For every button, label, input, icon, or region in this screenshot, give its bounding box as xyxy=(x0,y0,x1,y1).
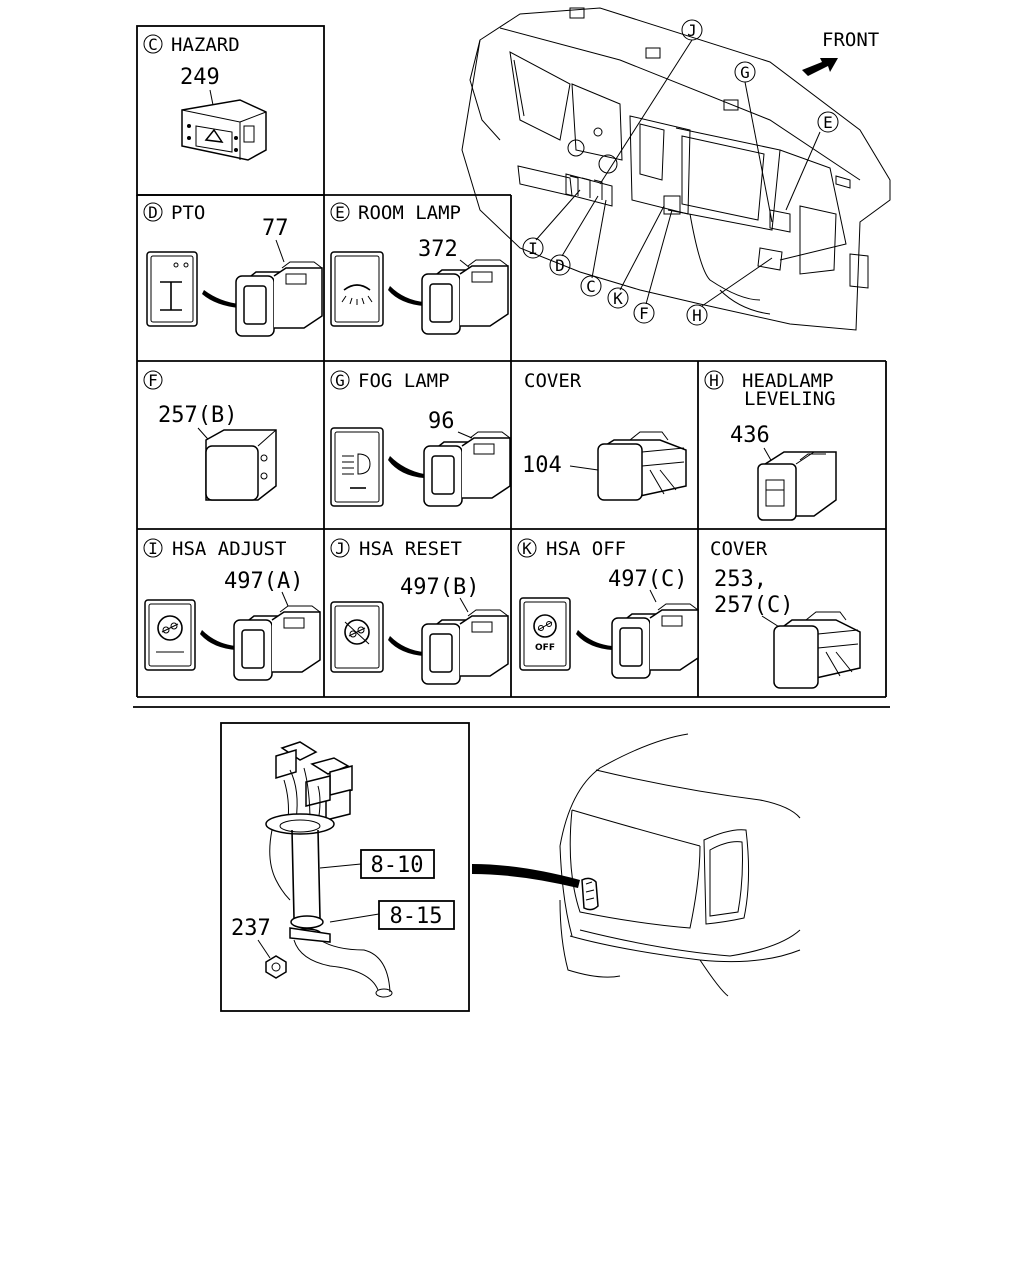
room-lamp-switch-icon xyxy=(421,259,509,335)
panel-pto: D PTO 77 xyxy=(143,202,323,337)
hsa-adjust-icon-plate xyxy=(144,599,196,671)
callout-letter: J xyxy=(335,539,345,558)
cover-icon xyxy=(773,611,861,689)
callout-j: J xyxy=(687,21,697,40)
front-direction: FRONT xyxy=(802,29,879,76)
callout-k: K xyxy=(613,289,623,308)
panel-hsa-reset: J HSA RESET 497(B) xyxy=(330,538,509,685)
off-icon-text: OFF xyxy=(535,643,555,653)
dashboard-callouts: J G E I D C K F H xyxy=(522,19,839,326)
part-number: 497(C) xyxy=(608,567,687,592)
part-number: 497(B) xyxy=(400,575,479,600)
switch-grid xyxy=(136,25,887,698)
cab-rear-drawing xyxy=(559,733,801,997)
callout-g: G xyxy=(740,63,750,82)
part-number: 497(A) xyxy=(224,569,303,594)
part-number: 253, xyxy=(714,567,767,592)
hazard-switch-icon xyxy=(181,99,267,161)
hsa-reset-icon-plate xyxy=(330,601,384,673)
headlamp-leveling-switch-icon xyxy=(757,451,837,521)
callout-letter: F xyxy=(148,371,158,390)
part-number: 249 xyxy=(180,65,220,90)
callout-letter: I xyxy=(148,539,158,558)
panel-fog-lamp: G FOG LAMP 96 xyxy=(330,370,511,507)
cover-icon xyxy=(597,431,687,501)
callout-letter: G xyxy=(335,371,345,390)
panel-room-lamp: E ROOM LAMP 372 xyxy=(330,202,509,335)
hsa-adjust-switch-icon xyxy=(233,605,321,681)
panel-hsa-adjust: I HSA ADJUST 497(A) xyxy=(143,538,321,681)
panel-hazard: C HAZARD 249 xyxy=(143,34,267,161)
panel-title: FOG LAMP xyxy=(358,370,450,392)
part-number-line2: 257(C) xyxy=(714,593,793,618)
front-label: FRONT xyxy=(822,29,879,51)
blank-switch-icon xyxy=(205,429,277,501)
part-number: 436 xyxy=(730,423,770,448)
pto-icon-plate xyxy=(146,251,198,327)
panel-title: COVER xyxy=(710,538,768,560)
panel-title: HSA OFF xyxy=(546,538,626,560)
front-arrow-icon xyxy=(802,58,838,76)
panel-title: HEADLAMP xyxy=(742,370,834,392)
callout-letter: C xyxy=(148,35,158,54)
callout-letter: E xyxy=(335,203,345,222)
dashboard-drawing xyxy=(461,7,891,331)
panel-headlamp-leveling: H HEADLAMP LEVELING 436 xyxy=(704,370,837,521)
panel-title-line2: LEVELING xyxy=(744,388,836,410)
part-number-237: 237 xyxy=(231,916,271,941)
panel-title: COVER xyxy=(524,370,582,392)
panel-cover-104: COVER 104 xyxy=(522,370,687,501)
ref-8-10: 8-10 xyxy=(371,853,424,878)
harness-detail: 8-10 8-15 237 xyxy=(220,722,470,1012)
part-number: 104 xyxy=(522,453,562,478)
fog-lamp-icon-plate xyxy=(330,427,384,507)
callout-c: C xyxy=(586,277,596,296)
panel-title: ROOM LAMP xyxy=(358,202,461,224)
panel-title: HSA ADJUST xyxy=(172,538,286,560)
part-number: 372 xyxy=(418,237,458,262)
panel-cover-253: COVER 253, 257(C) xyxy=(710,538,861,689)
pointer-arrow-icon xyxy=(472,864,580,888)
pto-switch-icon xyxy=(235,261,323,337)
callout-i: I xyxy=(528,239,538,258)
panel-title: HAZARD xyxy=(171,34,240,56)
part-number: 257(B) xyxy=(158,403,237,428)
hsa-off-switch-icon xyxy=(611,603,699,679)
fog-lamp-switch-icon xyxy=(423,431,511,507)
ref-8-15: 8-15 xyxy=(390,904,443,929)
room-lamp-icon-plate xyxy=(330,251,384,327)
panel-hsa-off: K HSA OFF 497(C) OFF xyxy=(517,538,699,679)
callout-letter: K xyxy=(522,539,532,558)
callout-d: D xyxy=(555,256,565,275)
part-number: 96 xyxy=(428,409,455,434)
panel-title: PTO xyxy=(171,202,205,224)
hsa-off-icon-plate: OFF xyxy=(519,597,571,671)
callout-h: H xyxy=(692,306,702,325)
callout-e: E xyxy=(823,113,833,132)
callout-f: F xyxy=(639,304,649,323)
callout-letter: D xyxy=(148,203,158,222)
hsa-reset-switch-icon xyxy=(421,609,509,685)
part-number: 77 xyxy=(262,216,289,241)
panel-title: HSA RESET xyxy=(359,538,462,560)
callout-letter: H xyxy=(709,371,719,390)
panel-f: F 257(B) xyxy=(143,370,277,501)
